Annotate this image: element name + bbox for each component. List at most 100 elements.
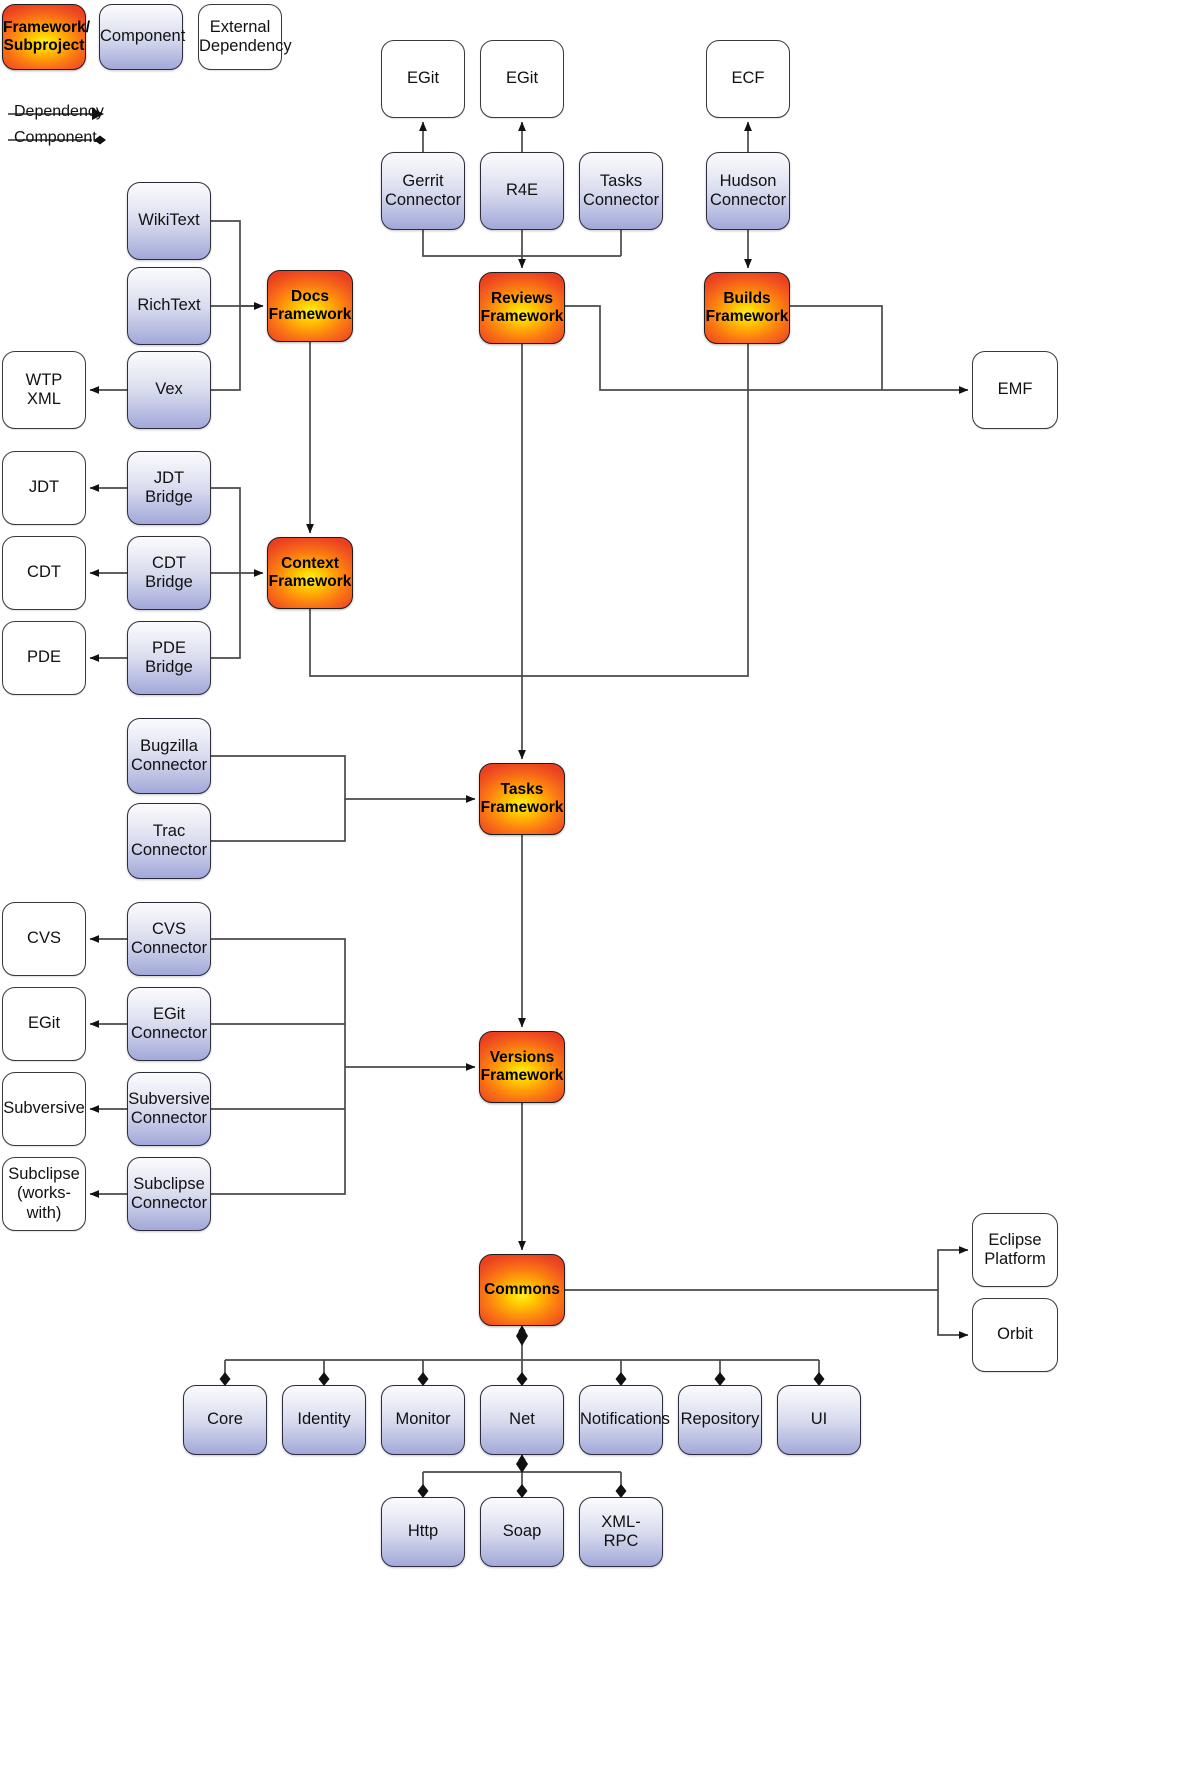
node-label-commons: Commons <box>484 1281 560 1299</box>
node-label-reviews-framework: Reviews Framework <box>480 290 564 325</box>
node-label-ui: UI <box>810 1410 828 1429</box>
node-cvs-connector[interactable]: CVS Connector <box>127 902 211 976</box>
node-richtext[interactable]: RichText <box>127 267 211 345</box>
node-jdt-bridge[interactable]: JDT Bridge <box>127 451 211 525</box>
node-monitor[interactable]: Monitor <box>381 1385 465 1455</box>
legend-component-rel-label: Component <box>14 129 97 146</box>
node-label-soap: Soap <box>502 1522 542 1541</box>
node-hudson-connector[interactable]: Hudson Connector <box>706 152 790 230</box>
node-label-identity: Identity <box>297 1410 351 1429</box>
node-pde[interactable]: PDE <box>2 621 86 695</box>
node-notifications[interactable]: Notifications <box>579 1385 670 1455</box>
node-tasks-framework[interactable]: Tasks Framework <box>479 763 565 835</box>
node-jdt[interactable]: JDT <box>2 451 86 525</box>
node-orbit[interactable]: Orbit <box>972 1298 1058 1372</box>
node-label-subversive-connector: Subversive Connector <box>128 1089 210 1127</box>
node-http[interactable]: Http <box>381 1497 465 1567</box>
node-r4e[interactable]: R4E <box>480 152 564 230</box>
node-egit-top-2[interactable]: EGit <box>480 40 564 118</box>
node-label-hudson-connector: Hudson Connector <box>709 171 787 209</box>
node-egit-top-1[interactable]: EGit <box>381 40 465 118</box>
node-label-jdt-bridge: JDT Bridge <box>145 468 193 506</box>
node-label-notifications: Notifications <box>580 1410 670 1429</box>
node-label-egit: EGit <box>27 1014 61 1033</box>
node-label-subversive: Subversive <box>3 1099 85 1118</box>
node-label-r4e: R4E <box>505 181 539 200</box>
legend-framework-label: Framework/ Subproject <box>3 19 91 54</box>
node-egit-connector[interactable]: EGit Connector <box>127 987 211 1061</box>
node-bugzilla-connector[interactable]: Bugzilla Connector <box>127 718 211 794</box>
node-label-egit-top-2: EGit <box>505 69 539 88</box>
node-label-wtp-xml: WTP XML <box>25 370 63 408</box>
node-subclipse[interactable]: Subclipse (works-with) <box>2 1157 86 1231</box>
node-label-versions-framework: Versions Framework <box>480 1049 564 1084</box>
node-ecf[interactable]: ECF <box>706 40 790 118</box>
node-label-builds-framework: Builds Framework <box>705 290 789 325</box>
node-label-http: Http <box>407 1522 439 1541</box>
node-label-jdt: JDT <box>28 478 60 497</box>
legend-framework-swatch: Framework/ Subproject <box>2 4 91 70</box>
node-trac-connector[interactable]: Trac Connector <box>127 803 211 879</box>
node-commons[interactable]: Commons <box>479 1254 565 1326</box>
node-builds-framework[interactable]: Builds Framework <box>704 272 790 344</box>
node-pde-bridge[interactable]: PDE Bridge <box>127 621 211 695</box>
node-cvs[interactable]: CVS <box>2 902 86 976</box>
node-label-pde-bridge: PDE Bridge <box>145 638 193 676</box>
node-wikitext[interactable]: WikiText <box>127 182 211 260</box>
node-label-pde: PDE <box>27 648 61 667</box>
node-label-core: Core <box>207 1410 243 1429</box>
legend-component-label: Component <box>100 27 186 46</box>
node-subversive-connector[interactable]: Subversive Connector <box>127 1072 211 1146</box>
node-cdt[interactable]: CDT <box>2 536 86 610</box>
node-repository[interactable]: Repository <box>678 1385 762 1455</box>
node-label-wikitext: WikiText <box>138 211 200 230</box>
node-emf[interactable]: EMF <box>972 351 1058 429</box>
legend-dependency-label: Dependency <box>14 103 104 120</box>
node-label-trac-connector: Trac Connector <box>130 821 208 859</box>
node-ui[interactable]: UI <box>777 1385 861 1455</box>
node-egit[interactable]: EGit <box>2 987 86 1061</box>
node-label-emf: EMF <box>997 380 1033 399</box>
node-label-cvs-connector: CVS Connector <box>130 919 208 957</box>
node-net[interactable]: Net <box>480 1385 564 1455</box>
node-soap[interactable]: Soap <box>480 1497 564 1567</box>
node-label-orbit: Orbit <box>997 1325 1033 1344</box>
node-label-xml-rpc: XML-RPC <box>601 1512 641 1550</box>
node-vex[interactable]: Vex <box>127 351 211 429</box>
node-label-ecf: ECF <box>731 69 765 88</box>
node-subclipse-connector[interactable]: Subclipse Connector <box>127 1157 211 1231</box>
node-label-net: Net <box>509 1410 535 1429</box>
node-label-richtext: RichText <box>137 296 201 315</box>
node-reviews-framework[interactable]: Reviews Framework <box>479 272 565 344</box>
node-label-cvs: CVS <box>27 929 61 948</box>
node-label-cdt-bridge: CDT Bridge <box>145 553 193 591</box>
legend-component-swatch: Component <box>99 4 186 70</box>
node-label-vex: Vex <box>155 380 183 399</box>
legend-lines <box>8 108 106 145</box>
node-context-framework[interactable]: Context Framework <box>267 537 353 609</box>
node-label-bugzilla-connector: Bugzilla Connector <box>130 736 208 774</box>
node-cdt-bridge[interactable]: CDT Bridge <box>127 536 211 610</box>
node-label-egit-connector: EGit Connector <box>130 1004 208 1042</box>
node-label-cdt: CDT <box>27 563 61 582</box>
node-docs-framework[interactable]: Docs Framework <box>267 270 353 342</box>
node-label-context-framework: Context Framework <box>268 555 352 590</box>
node-core[interactable]: Core <box>183 1385 267 1455</box>
node-label-egit-top-1: EGit <box>406 69 440 88</box>
node-label-docs-framework: Docs Framework <box>268 288 352 323</box>
node-identity[interactable]: Identity <box>282 1385 366 1455</box>
node-subversive[interactable]: Subversive <box>2 1072 86 1146</box>
node-label-tasks-framework: Tasks Framework <box>480 781 564 816</box>
node-label-subclipse: Subclipse (works-with) <box>8 1165 80 1222</box>
node-wtp-xml[interactable]: WTP XML <box>2 351 86 429</box>
node-gerrit-connector[interactable]: Gerrit Connector <box>381 152 465 230</box>
node-label-monitor: Monitor <box>395 1410 451 1429</box>
node-versions-framework[interactable]: Versions Framework <box>479 1031 565 1103</box>
node-label-subclipse-connector: Subclipse Connector <box>130 1174 208 1212</box>
node-eclipse-platform[interactable]: Eclipse Platform <box>972 1213 1058 1287</box>
node-label-tasks-connector: Tasks Connector <box>582 171 660 209</box>
node-tasks-connector[interactable]: Tasks Connector <box>579 152 663 230</box>
node-xml-rpc[interactable]: XML-RPC <box>579 1497 663 1567</box>
